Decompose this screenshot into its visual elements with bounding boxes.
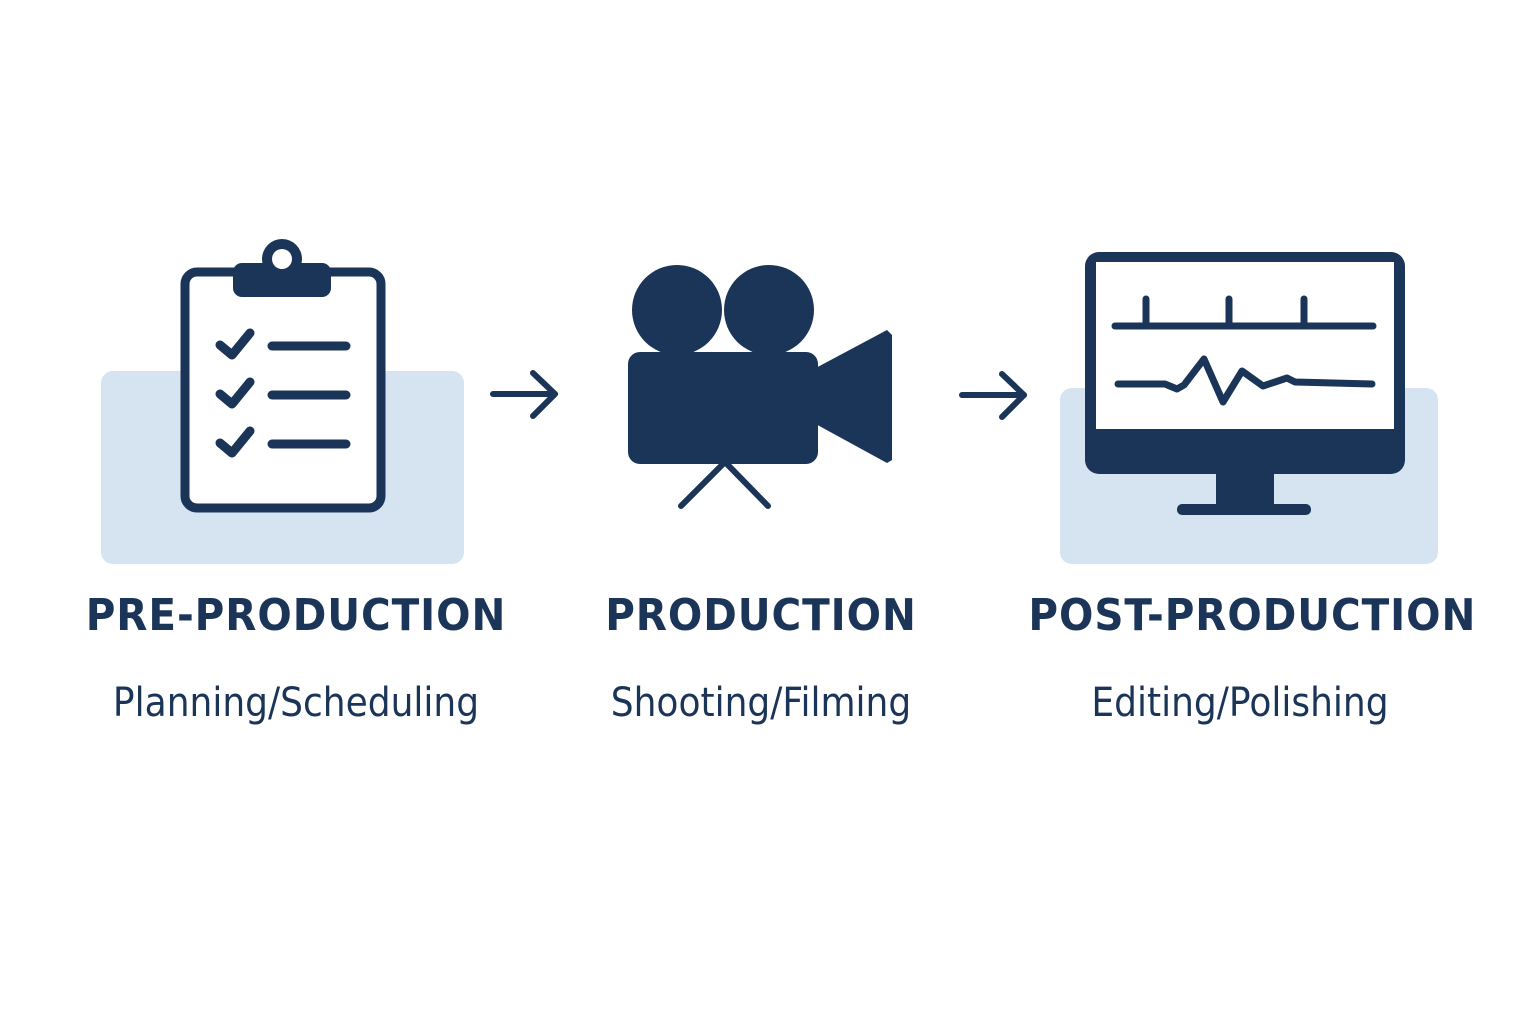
stage-title: PRE-PRODUCTION <box>85 590 507 641</box>
stage-title: PRODUCTION <box>605 590 917 641</box>
stage-subtitle: Shooting/Filming <box>610 680 912 726</box>
stage-subtitle: Planning/Scheduling <box>112 680 480 726</box>
stage-subtitle: Editing/Polishing <box>1091 680 1389 726</box>
stage-title: POST-PRODUCTION <box>1028 590 1477 641</box>
